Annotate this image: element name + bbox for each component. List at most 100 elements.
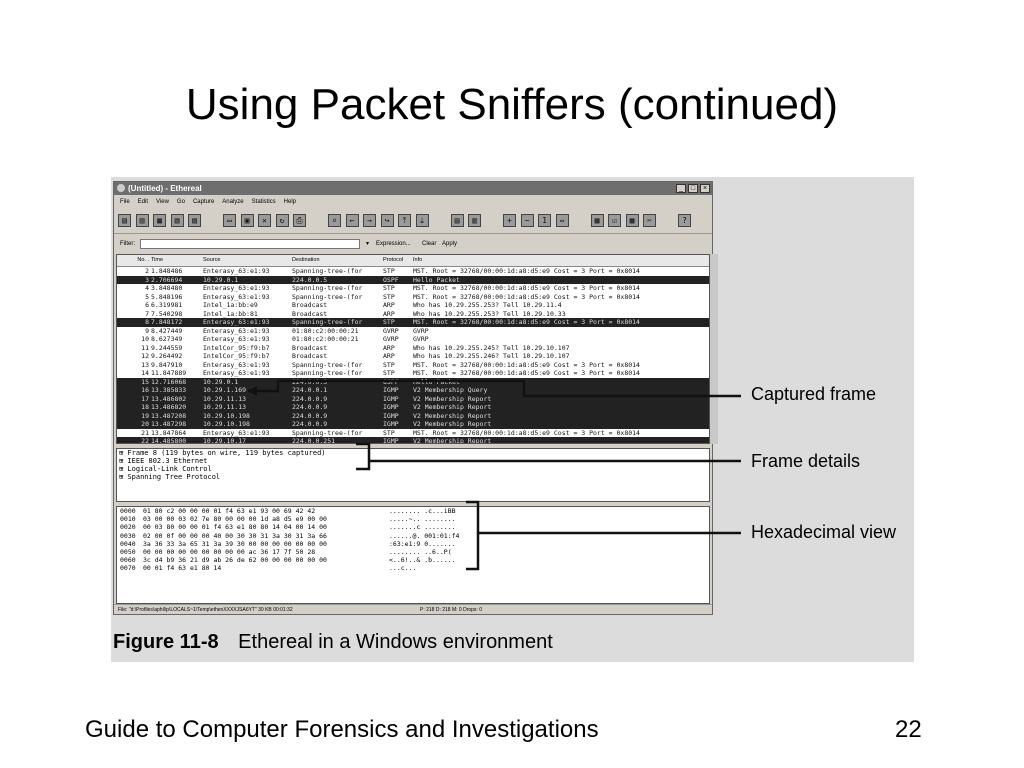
minimize-button[interactable]: _: [676, 184, 686, 193]
autoscroll-icon[interactable]: ▥: [468, 214, 481, 227]
back-icon[interactable]: ←: [345, 214, 359, 227]
capture-filters-icon[interactable]: ▦: [590, 214, 604, 227]
start-capture-icon[interactable]: ▦: [153, 214, 166, 227]
packet-proto: IGMP: [383, 394, 399, 403]
first-icon[interactable]: ⤒: [398, 214, 411, 227]
last-icon[interactable]: ⤓: [415, 214, 429, 227]
callout-captured-frame: Captured frame: [751, 384, 877, 404]
packet-proto: ARP: [383, 352, 395, 360]
packet-proto: OSPF: [383, 275, 399, 284]
hex-bytes: 03 00 00 03 02 7e 80 00 00 00 1d a8 d5 e…: [143, 515, 327, 524]
col-destination[interactable]: Destination: [292, 257, 320, 263]
forward-icon[interactable]: →: [363, 214, 376, 227]
preferences-icon[interactable]: ✂: [643, 214, 656, 227]
colorize-icon[interactable]: ▤: [450, 214, 464, 227]
detail-tree-item[interactable]: ⊞ Spanning Tree Protocol: [119, 473, 221, 481]
packet-info: MST. Root = 32768/00:00:1d:a8:d5:e9 Cost…: [413, 292, 640, 301]
packet-dst: 01:80:c2:00:00:21: [292, 335, 359, 343]
save-icon[interactable]: ▣: [240, 214, 254, 227]
col-protocol[interactable]: Protocol: [383, 257, 404, 263]
packet-dst: 224.0.0.9: [292, 394, 328, 403]
menu-item-statistics[interactable]: Statistics: [251, 199, 276, 205]
clear-button[interactable]: Clear: [422, 241, 437, 247]
detail-tree-item[interactable]: ⊞ IEEE 802.3 Ethernet: [119, 457, 208, 465]
maximize-button[interactable]: □: [688, 184, 698, 193]
packet-time: 13.385833: [151, 386, 187, 394]
packet-src: IntelCor_95:f9:b7: [203, 343, 270, 352]
hex-ascii: ...c...: [389, 564, 417, 573]
packet-proto: STP: [383, 360, 395, 369]
resize-columns-icon[interactable]: ⇔: [555, 214, 569, 227]
zoom-in-icon[interactable]: +: [503, 214, 516, 227]
open-icon[interactable]: ▭: [223, 214, 236, 227]
goto-icon[interactable]: ↪: [380, 214, 394, 227]
help-icon[interactable]: ?: [678, 214, 691, 227]
packet-proto: IGMP: [383, 386, 399, 394]
filter-dropdown-icon[interactable]: ▾: [366, 241, 370, 247]
packet-info: MST. Root = 32768/00:00:1d:a8:d5:e9 Cost…: [413, 360, 640, 369]
options-icon[interactable]: ▥: [135, 214, 149, 227]
col-info[interactable]: Info: [413, 257, 423, 263]
packet-info: V2 Membership Report: [413, 394, 492, 403]
packet-dst: Spanning-tree-(for: [292, 267, 363, 275]
hex-bytes: 02 00 0f 00 00 00 40 00 30 30 31 3a 30 3…: [143, 531, 327, 540]
coloring-rules-icon[interactable]: ▩: [625, 214, 639, 227]
find-icon[interactable]: ⌕: [328, 214, 341, 227]
col-source[interactable]: Source: [203, 257, 221, 263]
detail-tree-item[interactable]: ⊞ Logical-Link Control: [119, 465, 212, 473]
stop-capture-icon[interactable]: ▧: [170, 214, 184, 227]
display-filters-icon[interactable]: ☑: [608, 214, 621, 227]
normal-size-icon[interactable]: 1: [538, 214, 551, 227]
frame-details-bracket: [356, 442, 741, 471]
menu-item-help[interactable]: Help: [283, 199, 297, 205]
col-no[interactable]: No. .: [137, 257, 149, 263]
apply-button[interactable]: Apply: [442, 241, 458, 247]
packet-time: 1.848486: [151, 267, 183, 275]
hex-offset: 0040: [120, 539, 136, 548]
packet-time: 5.848196: [151, 292, 183, 301]
menu-item-go[interactable]: Go: [176, 199, 185, 205]
zoom-out-icon[interactable]: −: [520, 214, 534, 227]
menu-item-capture[interactable]: Capture: [192, 199, 215, 205]
restart-icon[interactable]: ▨: [188, 214, 201, 227]
callout-arrows: [248, 379, 741, 571]
detail-tree-item[interactable]: ⊞ Frame 8 (119 bytes on wire, 119 bytes …: [119, 449, 326, 457]
packet-list-scrollbar[interactable]: [710, 254, 718, 444]
reload-icon[interactable]: ↻: [275, 214, 289, 227]
expression-button[interactable]: Expression...: [376, 241, 411, 247]
menu-item-view[interactable]: View: [156, 199, 169, 205]
print-icon[interactable]: ⎙: [293, 214, 306, 227]
menu-item-analyze[interactable]: Analyze: [222, 199, 244, 205]
menu-item-edit[interactable]: Edit: [137, 199, 149, 205]
interfaces-icon[interactable]: ▤: [118, 214, 131, 227]
hex-ascii: ......@. 001:01:f4: [389, 531, 460, 540]
packet-no: 13: [141, 360, 149, 369]
packet-proto: ARP: [383, 301, 395, 309]
hex-ascii: <..6!..& .b......: [389, 556, 456, 565]
filter-input[interactable]: [140, 239, 360, 249]
col-time[interactable]: Time: [151, 257, 164, 263]
menu-item-file[interactable]: File: [120, 199, 130, 205]
close-button[interactable]: ×: [700, 184, 710, 193]
close-file-icon[interactable]: ✕: [258, 214, 271, 227]
